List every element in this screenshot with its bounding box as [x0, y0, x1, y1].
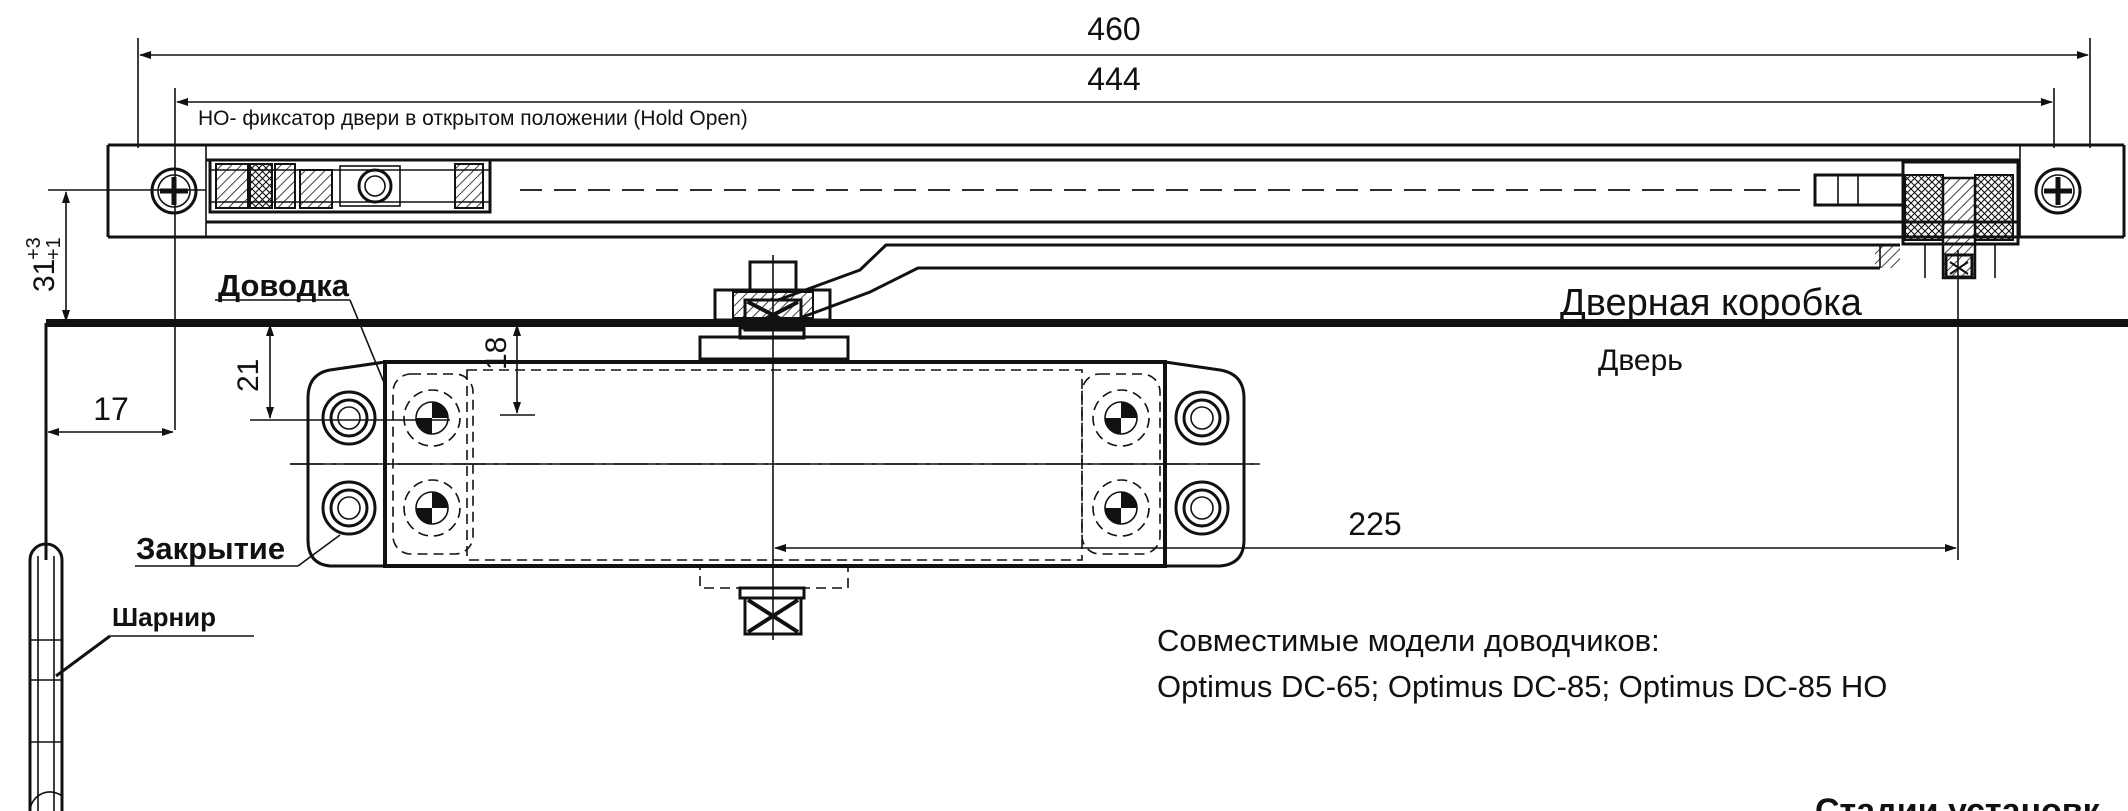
door-label: Дверь — [1598, 344, 1683, 377]
overall-dimension — [137, 38, 2091, 148]
dim-225: 225 — [1348, 506, 1401, 542]
closing-leader — [135, 534, 341, 567]
hinge-leader — [55, 634, 254, 678]
closer-arm — [777, 243, 1900, 320]
compat-models: Optimus DC-65; Optimus DC-85; Optimus DC… — [1157, 669, 1887, 704]
center-mark-tl — [403, 389, 461, 447]
mount-screw-bl — [321, 480, 377, 536]
latch-label: Доводка — [218, 268, 350, 303]
offset-dimension — [48, 189, 206, 322]
hold-open-note: НО- фиксатор двери в открытом положении … — [198, 107, 748, 130]
mount-screw-br — [1174, 480, 1230, 536]
arm-pivot — [698, 260, 850, 363]
slide-rail — [106, 143, 2126, 239]
closer-body — [290, 360, 1260, 568]
dim-31: 31 — [28, 259, 61, 292]
dim-18: 18 — [480, 337, 513, 370]
mount-screw-tr — [1174, 390, 1230, 446]
installation-stages-heading: Стадии установк — [1815, 792, 2101, 811]
slider-shoe-right — [1813, 160, 2020, 280]
rail-screw-right — [2034, 167, 2082, 215]
rail-dimension — [174, 88, 2055, 430]
dim-21: 21 — [232, 359, 265, 392]
latch-leader — [215, 299, 386, 386]
compat-title: Совместимые модели доводчиков: — [1157, 623, 1660, 658]
hold-open-slider — [208, 158, 492, 214]
rail-screw-left — [150, 167, 198, 215]
center-mark-tr — [1092, 389, 1150, 447]
hinge — [28, 542, 64, 811]
frame-label: Дверная коробка — [1560, 282, 1863, 324]
dim-460: 460 — [1087, 11, 1140, 47]
center-mark-br — [1092, 479, 1150, 537]
lower-spindle — [699, 565, 849, 636]
center-mark-bl — [403, 479, 461, 537]
body-offset-dimension — [250, 324, 450, 421]
hinge-label: Шарнир — [112, 602, 216, 632]
dim-31-tol-plus: +3 — [23, 237, 45, 260]
dim-31-tol-minus: +1 — [43, 237, 65, 260]
closing-label: Закрытие — [136, 531, 285, 566]
dim-17: 17 — [93, 391, 129, 427]
dim-444: 444 — [1087, 61, 1140, 97]
center-dimension — [774, 250, 1959, 560]
mount-screw-tl — [321, 390, 377, 446]
arm-offset-dimension — [500, 324, 535, 416]
